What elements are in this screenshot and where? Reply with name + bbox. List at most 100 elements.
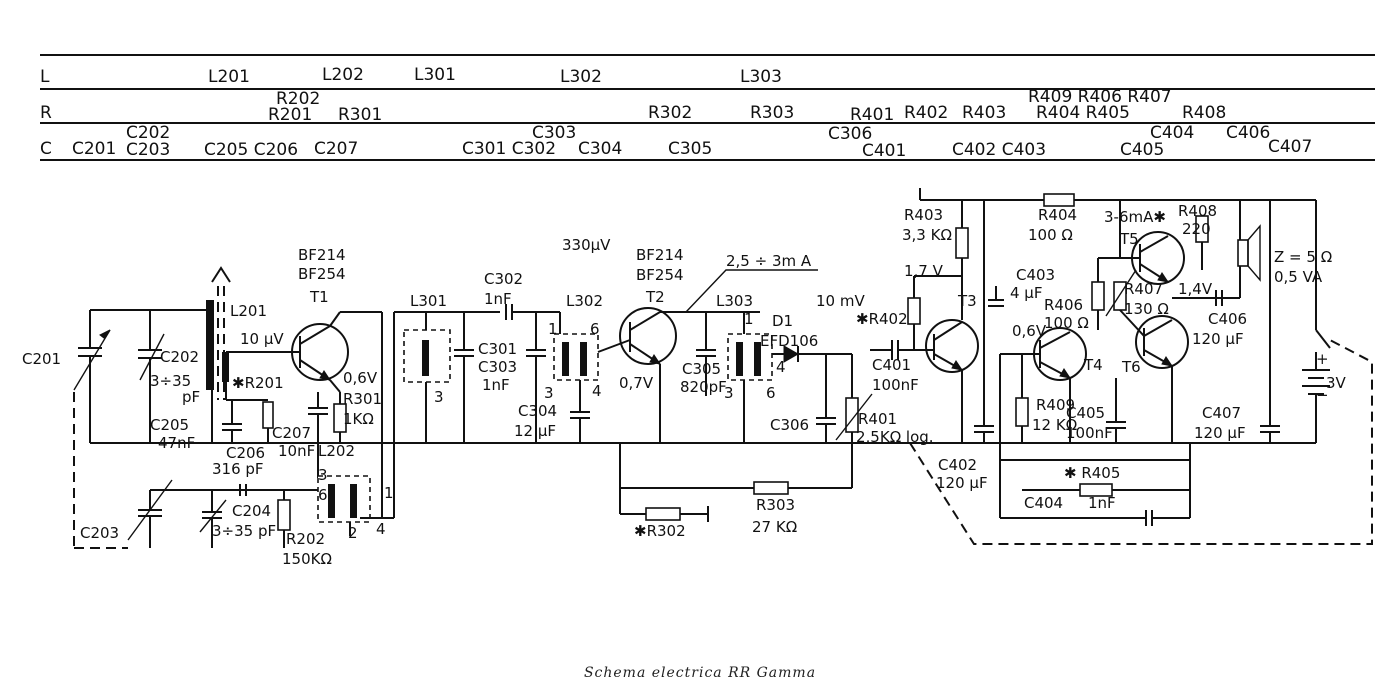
component-label: C305 (682, 360, 721, 378)
component-label: 1,4V (1178, 280, 1213, 298)
component-label: BF254 (298, 265, 346, 283)
component-label: Z = 5 Ω (1274, 248, 1332, 266)
index-entry: C404 (1150, 123, 1194, 143)
component-label: C206 (226, 444, 265, 462)
component-label: BF254 (636, 266, 684, 284)
component-label: C204 (232, 502, 271, 520)
component-label: 0,7V (619, 374, 654, 392)
index-entry: R401 (850, 105, 894, 125)
index-entry: L302 (560, 67, 602, 87)
index-entry: C305 (668, 139, 712, 159)
index-entry: C303 (532, 123, 576, 143)
component-label: L202 (318, 442, 355, 460)
component-label: 6 (766, 384, 776, 402)
component-label: 120 µF (1194, 424, 1246, 442)
component-label: R409 (1036, 396, 1075, 414)
component-label: R407 (1124, 280, 1163, 298)
component-label: C201 (22, 350, 61, 368)
index-entry: C407 (1268, 137, 1312, 157)
component-label: 2,5KΩ log. (856, 428, 934, 446)
component-label: 130 Ω (1124, 300, 1169, 318)
component-label: 3 (544, 384, 554, 402)
component-label: 120 µF (1192, 330, 1244, 348)
component-label: 100 Ω (1044, 314, 1089, 332)
component-label: D1 (772, 312, 793, 330)
component-label: 12 KΩ (1032, 416, 1077, 434)
index-entry: C202 (126, 123, 170, 143)
component-label: 1nF (484, 290, 512, 308)
schematic-wiring (73, 188, 1373, 549)
component-label: T2 (645, 288, 665, 306)
index-entry: L202 (322, 65, 364, 85)
index-entry: R302 (648, 103, 692, 123)
row-label-C: C (40, 139, 52, 159)
component-label: C407 (1202, 404, 1241, 422)
component-label: C302 (484, 270, 523, 288)
index-entry: C203 (126, 140, 170, 160)
component-label: 316 pF (212, 460, 264, 478)
component-label: 100nF (872, 376, 919, 394)
component-label: L302 (566, 292, 603, 310)
component-label: L201 (230, 302, 267, 320)
component-label: pF (182, 388, 200, 406)
component-label: C301 (478, 340, 517, 358)
component-label: C202 (160, 348, 199, 366)
index-entry: R202 (276, 89, 320, 109)
component-label: 1KΩ (343, 410, 374, 428)
index-entry: C306 (828, 124, 872, 144)
index-entry: R402 (904, 103, 948, 123)
index-entry: R403 (962, 103, 1006, 123)
component-label: R401 (858, 410, 897, 428)
index-entry: L301 (414, 65, 456, 85)
component-label: 1 (384, 484, 394, 502)
component-label: 47nF (158, 434, 195, 452)
index-entry: C402 C403 (952, 140, 1046, 160)
component-label: − (1316, 386, 1329, 404)
component-label: C403 (1016, 266, 1055, 284)
index-entry: C301 C302 (462, 139, 556, 159)
caption: Schema electrica RR Gamma (583, 665, 817, 681)
component-label: C401 (872, 356, 911, 374)
component-label: 1nF (482, 376, 510, 394)
component-label: 4 (776, 358, 786, 376)
component-label: BF214 (636, 246, 684, 264)
component-label: C207 (272, 424, 311, 442)
component-label: 10nF (278, 442, 315, 460)
component-label: 27 KΩ (752, 518, 797, 536)
index-entry: R409 R406 R407 (1028, 87, 1172, 107)
component-label: T1 (309, 288, 329, 306)
component-label: R301 (343, 390, 382, 408)
component-label: 6 (590, 320, 600, 338)
index-entry: R201 (268, 105, 312, 125)
component-label: + (1316, 350, 1329, 368)
index-entry: R303 (750, 103, 794, 123)
component-label: T5 (1119, 230, 1139, 248)
component-label: 820pF (680, 378, 727, 396)
component-label: 220 (1182, 220, 1211, 238)
component-label: 3÷35 pF (212, 522, 276, 540)
component-label: 100 Ω (1028, 226, 1073, 244)
index-entry: C405 (1120, 140, 1164, 160)
component-label: C304 (518, 402, 557, 420)
component-label: C406 (1208, 310, 1247, 328)
component-label: R403 (904, 206, 943, 224)
component-label: R202 (286, 530, 325, 548)
component-label: L301 (410, 292, 447, 310)
component-label: 0,6V (1012, 322, 1047, 340)
component-label: 4 (376, 520, 386, 538)
component-label: 3,3 KΩ (902, 226, 952, 244)
component-label: L303 (716, 292, 753, 310)
component-label: C203 (80, 524, 119, 542)
component-label: 1 (744, 310, 754, 328)
component-label: 4 µF (1010, 284, 1042, 302)
component-label: R303 (756, 496, 795, 514)
component-label: ✱R201 (232, 374, 284, 392)
component-label: 0,6V (343, 369, 378, 387)
index-entry: C207 (314, 139, 358, 159)
index-entry: C406 (1226, 123, 1270, 143)
row-label-R: R (40, 103, 52, 123)
component-label: C402 (938, 456, 977, 474)
component-label: 10 mV (816, 292, 865, 310)
